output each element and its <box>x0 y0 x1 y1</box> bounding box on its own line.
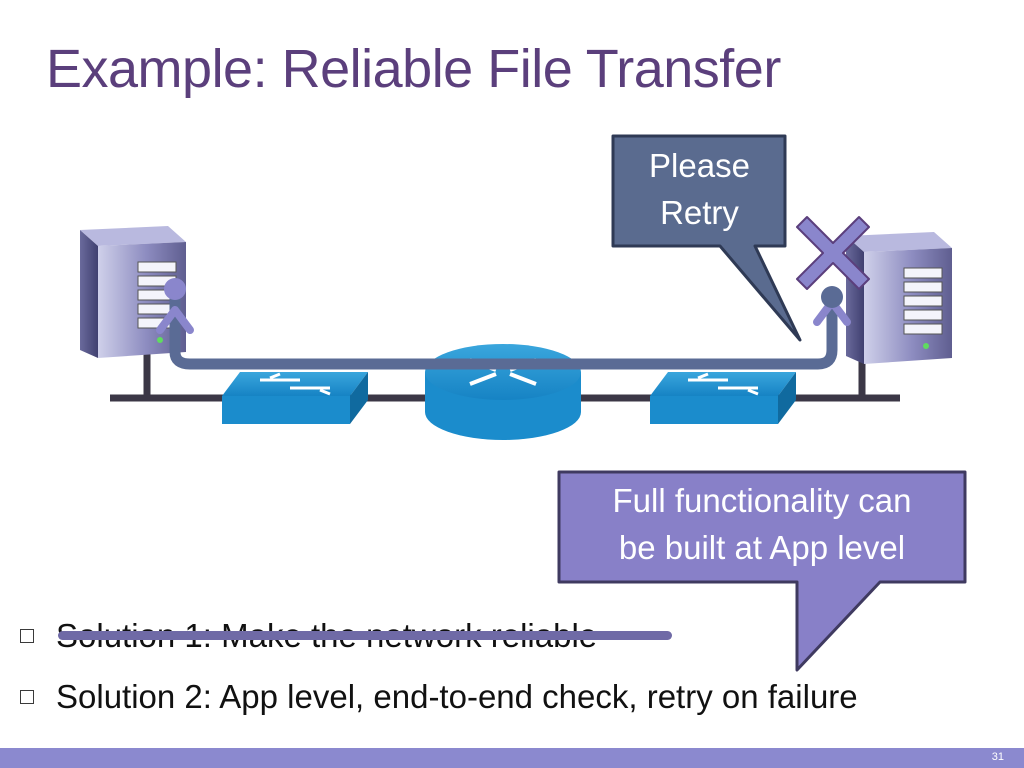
callout-line: Please <box>649 147 750 184</box>
please-retry-text: Please Retry <box>614 142 785 236</box>
slide-title: Example: Reliable File Transfer <box>46 39 781 99</box>
end-to-end-path <box>156 278 851 370</box>
failure-x-icon <box>796 216 870 290</box>
switch-icon <box>650 372 796 424</box>
app-level-callout <box>557 470 967 672</box>
callout-line: Full functionality can <box>612 482 912 519</box>
please-retry-callout <box>611 134 802 342</box>
bullet-box-icon <box>20 629 34 643</box>
page-number: 31 <box>991 751 1004 763</box>
switch-icon <box>222 372 368 424</box>
server-icon <box>846 232 952 364</box>
callout-line: Retry <box>660 194 739 231</box>
strikethrough-line <box>58 631 672 640</box>
bullet-text: Solution 2: App level, end-to-end check,… <box>56 678 858 715</box>
callout-line: be built at App level <box>618 529 906 566</box>
app-level-text: Full functionality can be built at App l… <box>560 477 964 571</box>
bullet-item: Solution 2: App level, end-to-end check,… <box>20 675 1000 719</box>
bullet-box-icon <box>20 690 34 704</box>
footer-bar: 31 <box>0 748 1024 768</box>
router-icon <box>425 344 581 440</box>
